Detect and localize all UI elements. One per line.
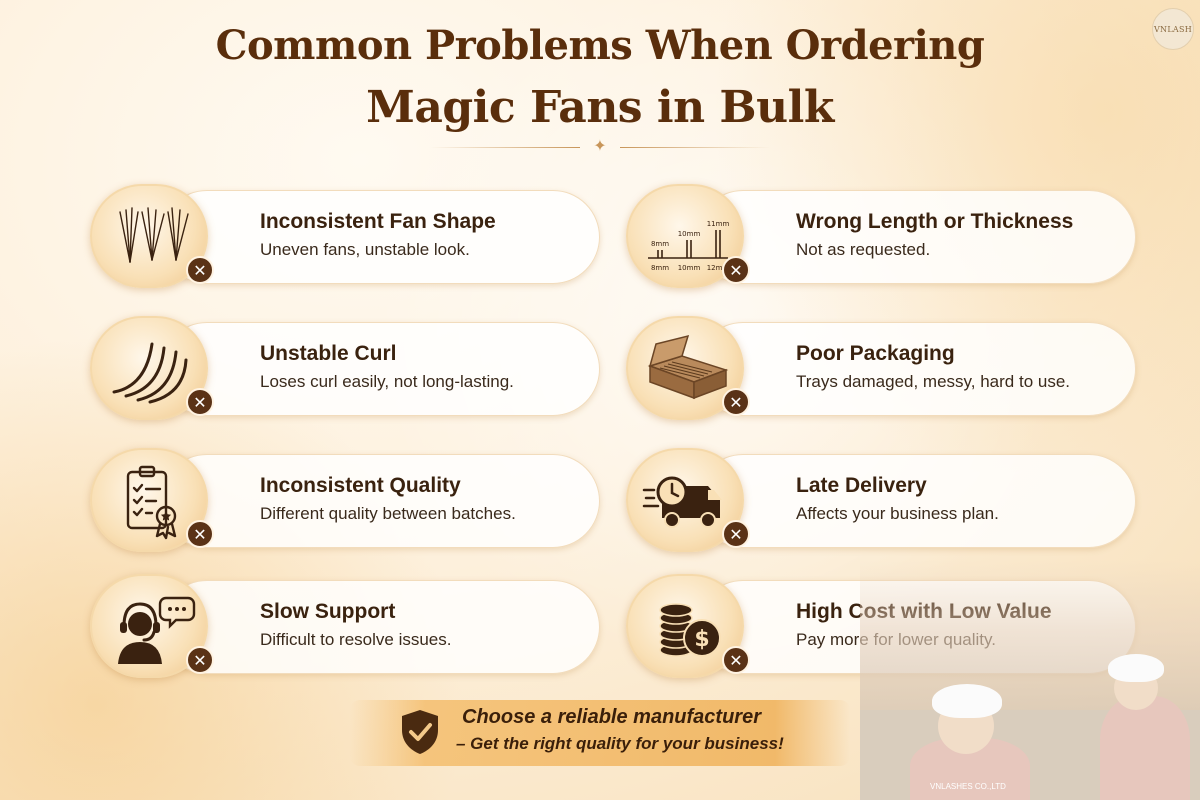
problem-title: Late Delivery	[796, 474, 927, 497]
problem-card: 8mm 10mm 11mm 8mm 10mm 12mm ✕ Wrong Leng…	[626, 184, 1136, 288]
length-top-label-b: 10mm	[678, 230, 701, 238]
fan-lashes-icon	[90, 184, 208, 288]
card-pill	[696, 454, 1136, 548]
length-label-c: 12mm	[707, 264, 730, 272]
close-icon: ✕	[186, 520, 214, 548]
sparkle-icon: ✦	[593, 136, 607, 155]
length-label-b: 10mm	[678, 264, 701, 272]
card-pill	[160, 580, 600, 674]
problem-card: ✕ Unstable Curl Loses curl easily, not l…	[90, 316, 600, 420]
problem-description: Affects your business plan.	[796, 504, 999, 523]
close-icon: ✕	[722, 256, 750, 284]
problem-description: Trays damaged, messy, hard to use.	[796, 372, 1071, 391]
problem-card: ✕ Inconsistent Quality Different quality…	[90, 448, 600, 552]
close-icon: ✕	[722, 646, 750, 674]
title-line-2: Magic Fans in Bulk	[366, 82, 834, 133]
problem-title: Poor Packaging	[796, 342, 955, 365]
problem-card: ✕ Late Delivery Affects your business pl…	[626, 448, 1136, 552]
cta-headline: Choose a reliable manufacturer	[462, 706, 761, 728]
problem-description: Loses curl easily, not long-lasting.	[260, 372, 514, 391]
close-icon: ✕	[186, 256, 214, 284]
card-pill	[160, 454, 600, 548]
divider-line-right	[620, 147, 770, 148]
length-label-a: 8mm	[651, 264, 669, 272]
problem-title: Inconsistent Fan Shape	[260, 210, 496, 233]
cta-subline: – Get the right quality for your busines…	[456, 734, 784, 753]
problem-card: ✕ Inconsistent Fan Shape Uneven fans, un…	[90, 184, 600, 288]
length-top-label-a: 8mm	[651, 240, 669, 248]
dollar-icon: $	[694, 627, 709, 652]
card-pill	[696, 190, 1136, 284]
close-icon: ✕	[186, 388, 214, 416]
problem-title: Inconsistent Quality	[260, 474, 461, 497]
card-pill	[696, 322, 1136, 416]
problem-description: Not as requested.	[796, 240, 931, 259]
card-pill	[160, 322, 600, 416]
problem-title: Unstable Curl	[260, 342, 397, 365]
close-icon: ✕	[186, 646, 214, 674]
problem-description: Different quality between batches.	[260, 504, 516, 523]
uniform-text: VNLASHES CO.,LTD	[930, 782, 1006, 791]
problem-description: Uneven fans, unstable look.	[260, 240, 470, 259]
divider-line-left	[430, 147, 580, 148]
card-pill	[160, 190, 600, 284]
problem-card: ✕ Slow Support Difficult to resolve issu…	[90, 574, 600, 678]
close-icon: ✕	[722, 520, 750, 548]
problem-description: Difficult to resolve issues.	[260, 630, 452, 649]
logo-text: VNLASH	[1153, 24, 1193, 34]
problem-title: Wrong Length or Thickness	[796, 210, 1074, 233]
brand-logo: VNLASH	[1152, 8, 1194, 50]
shield-check-icon	[402, 710, 438, 754]
title-line-1: Common Problems When Ordering	[215, 22, 985, 69]
factory-photo: VNLASHES CO.,LTD	[860, 560, 1200, 800]
title-divider: ✦	[430, 138, 770, 154]
problem-card: ✕ Poor Packaging Trays damaged, messy, h…	[626, 316, 1136, 420]
problem-title: Slow Support	[260, 600, 396, 623]
close-icon: ✕	[722, 388, 750, 416]
checklist-award-icon	[90, 448, 208, 552]
length-top-label-c: 11mm	[707, 220, 730, 228]
